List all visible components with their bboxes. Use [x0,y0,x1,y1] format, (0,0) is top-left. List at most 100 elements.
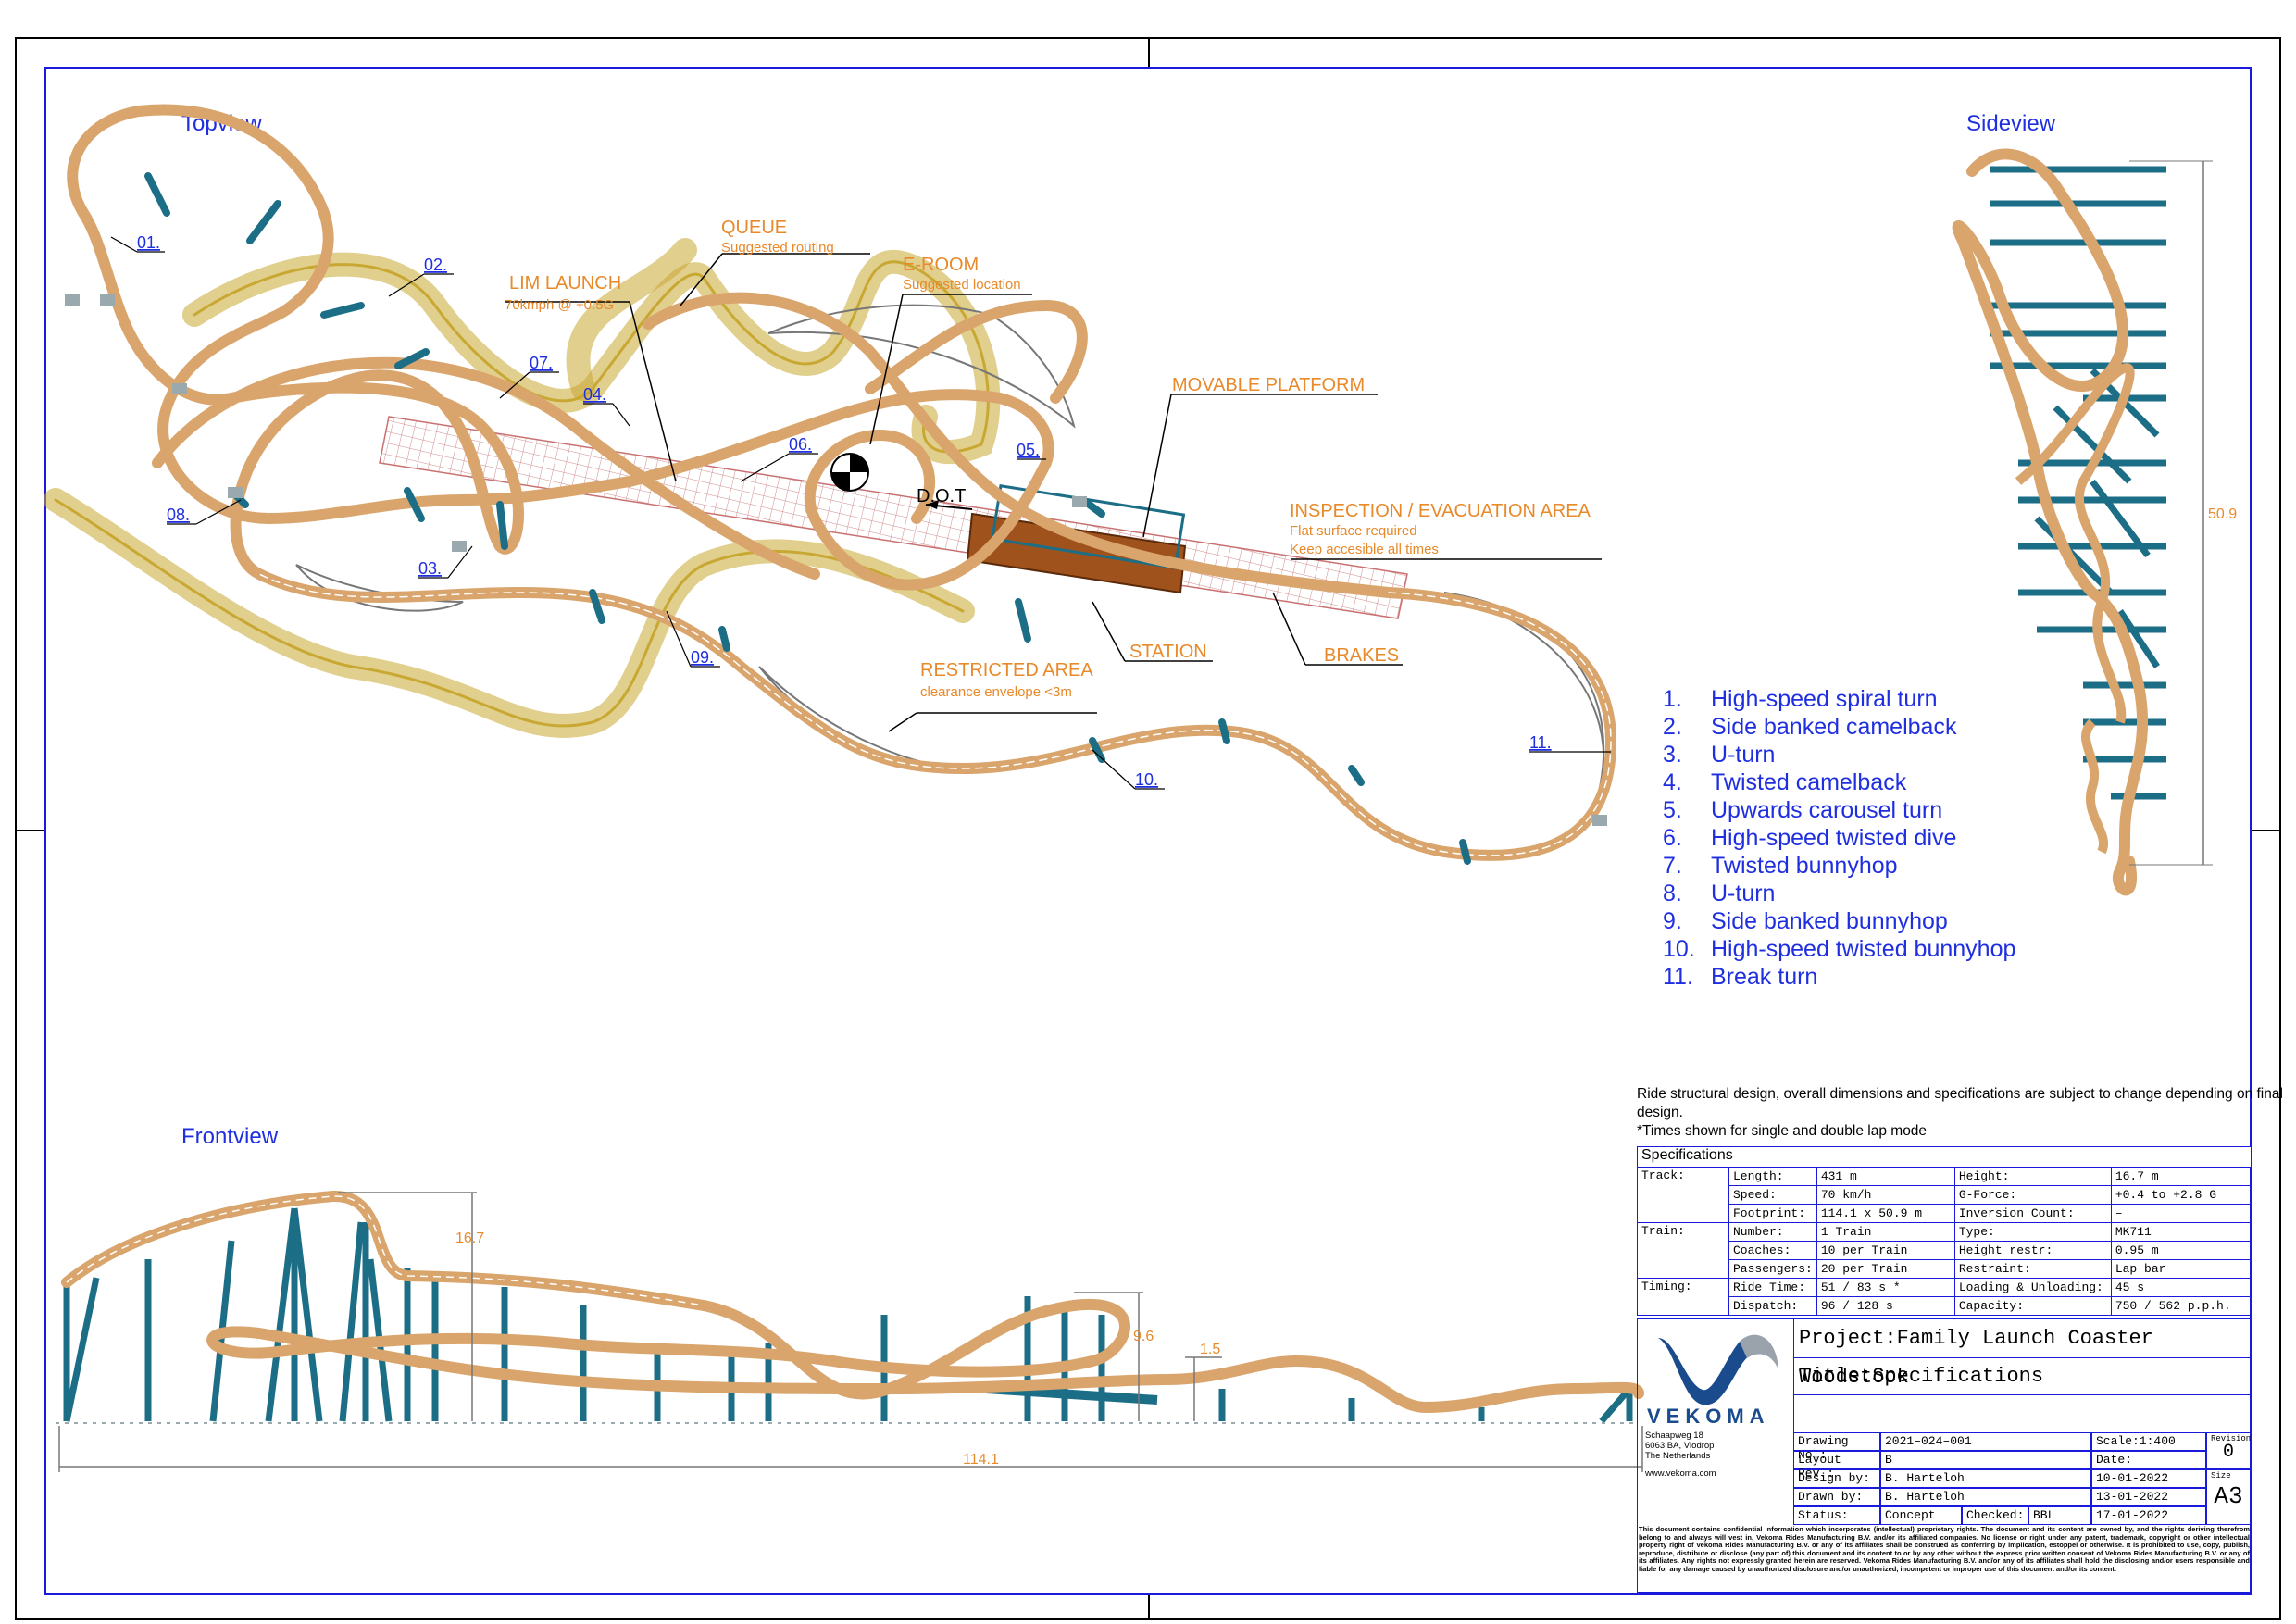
label-queue: QUEUE [721,218,787,238]
label-movable: MOVABLE PLATFORM [1172,375,1365,395]
legend-text: U-turn [1711,742,1776,768]
title-row: Title:Specifications [1793,1358,2251,1395]
topview-drawing: QUEUE Suggested routing E-ROOM Suggested… [44,104,1617,865]
drawing-no-value: 2021–024–001 [1880,1432,2091,1451]
spec-row: Timing: Ride Time: 51 / 83 s * Loading &… [1637,1278,2252,1316]
spec-value: 114.1 x 50.9 m [1816,1204,1955,1223]
spec-row: Passengers: 20 per Train Restraint: Lap … [1638,1259,2252,1279]
spec-key: Dispatch: [1728,1296,1817,1316]
spec-value: 20 per Train [1816,1259,1955,1279]
spec-key: Coaches: [1728,1241,1817,1260]
spec-value: 70 km/h [1816,1185,1955,1205]
label-restricted: RESTRICTED AREA [920,660,1093,681]
drawn-by-label: Drawn by: [1793,1488,1880,1506]
label-lim-sub: 70kmph @ +0.5G [505,297,614,313]
spec-key: Height restr: [1953,1241,2112,1260]
vekoma-logo [1658,1334,1778,1405]
frontview-title: Frontview [181,1124,279,1149]
spec-row: Train: Number: 1 Train Type: MK711 [1637,1222,2252,1279]
sideview-title: Sideview [1966,111,2056,136]
label-lim: LIM LAUNCH [509,273,621,294]
legend-number: 10. [1663,936,1695,962]
address-line: The Netherlands [1645,1451,1711,1461]
size-value: A3 [2214,1482,2243,1510]
frontview-drawing: 16.7 9.6 1.5 114.1 [56,1190,1644,1472]
marker-05: 05. [1017,441,1040,459]
legend-item: 10.High-speed twisted bunnyhop [1663,935,2015,963]
spec-header: Specifications [1637,1146,2252,1167]
sideview-drawing: 50.9 [1952,148,2237,896]
legend-number: 8. [1663,881,1682,906]
spec-value: 431 m [1816,1167,1955,1186]
dot-marker [830,453,973,510]
note-line-1: Ride structural design, overall dimensio… [1637,1086,2283,1120]
marker-03: 03. [418,559,442,578]
legend-number: 6. [1663,825,1682,851]
spec-value: 45 s [2110,1278,2252,1297]
address-line: 6063 BA, Vlodrop [1645,1441,1715,1451]
label-eroom-sub: Suggested location [903,277,1021,293]
spec-value: 1 Train [1816,1222,1955,1242]
spec-key: Speed: [1728,1185,1817,1205]
element-markers: 01. 02. 03. 04. 05. 06. 07. 08. 09. 10. … [137,233,1552,789]
brand-name: VEKOMA [1647,1405,1770,1428]
legend-item: 2.Side banked camelback [1663,713,2015,741]
spec-value: – [2110,1204,2252,1223]
spec-key: Passengers: [1728,1259,1817,1279]
drawn-by-value: B. Harteloh [1880,1488,2091,1506]
date-drawn: 13-01-2022 [2091,1488,2206,1506]
legend-text: Twisted bunnyhop [1711,853,1898,879]
legend-text: U-turn [1711,881,1776,906]
spec-value: Lap bar [2110,1259,2252,1279]
spec-row: Track: Length: 431 m Height: 16.7 m [1637,1167,2252,1223]
legend-item: 4.Twisted camelback [1663,768,2015,796]
label-queue-sub: Suggested routing [721,240,834,256]
front-length-label: 114.1 [963,1452,999,1468]
legend-number: 4. [1663,769,1682,795]
inner-frame [44,67,2252,1595]
spec-value: 10 per Train [1816,1241,1955,1260]
legend-item: 9. Side banked bunnyhop [1663,907,2015,935]
spec-key: Inversion Count: [1953,1204,2112,1223]
legend-text: Break turn [1711,964,1818,990]
note-line-2: *Times shown for single and double lap m… [1637,1123,1928,1139]
revision-box: Revision 0 [2206,1432,2251,1469]
label-restricted-sub: clearance envelope <3m [920,684,1072,700]
marker-02: 02. [424,256,447,274]
status-value: Concept [1880,1506,1962,1525]
size-label: Size [2211,1471,2231,1480]
spec-key: Length: [1728,1167,1817,1186]
spec-value: 51 / 83 s * [1816,1278,1955,1297]
station-building [991,484,1186,570]
status-label: Status: [1793,1506,1880,1525]
design-notes: Ride structural design, overall dimensio… [1637,1085,2285,1141]
spec-group-label: Track: [1637,1167,1729,1223]
legend-text: Upwards carousel turn [1711,797,1943,823]
legend-number: 9. [1663,908,1682,934]
legend-item: 7.Twisted bunnyhop [1663,852,2015,880]
spec-key: Type: [1953,1222,2112,1242]
marker-04: 04. [583,385,606,404]
marker-10: 10. [1135,770,1158,789]
spec-key: Number: [1728,1222,1817,1242]
marker-01: 01. [137,233,160,252]
marker-06: 06. [789,435,812,454]
legend-text: High-speed twisted dive [1711,825,1957,851]
support-posts [144,172,1471,865]
legend-text: Side banked bunnyhop [1711,908,1948,934]
spec-key: Footprint: [1728,1204,1817,1223]
marker-07: 07. [530,354,553,372]
company-web: www.vekoma.com [1645,1468,1716,1479]
scale-value: Scale:1:400 [2091,1432,2206,1451]
legend-text: Side banked camelback [1711,714,1957,740]
marker-11: 11. [1529,733,1552,752]
vekoma-logo-area: VEKOMA Schaapweg 18 6063 BA, Vlodrop The… [1638,1319,1794,1518]
topview-annotations: QUEUE Suggested routing E-ROOM Suggested… [505,218,1591,700]
title-name: Specifications [1872,1365,2044,1388]
spec-key: Restraint: [1953,1259,2112,1279]
revision-value: 0 [2222,1442,2234,1463]
label-brakes: BRAKES [1324,645,1399,666]
spec-value: 16.7 m [2110,1167,2252,1186]
queue-path [44,238,1001,738]
